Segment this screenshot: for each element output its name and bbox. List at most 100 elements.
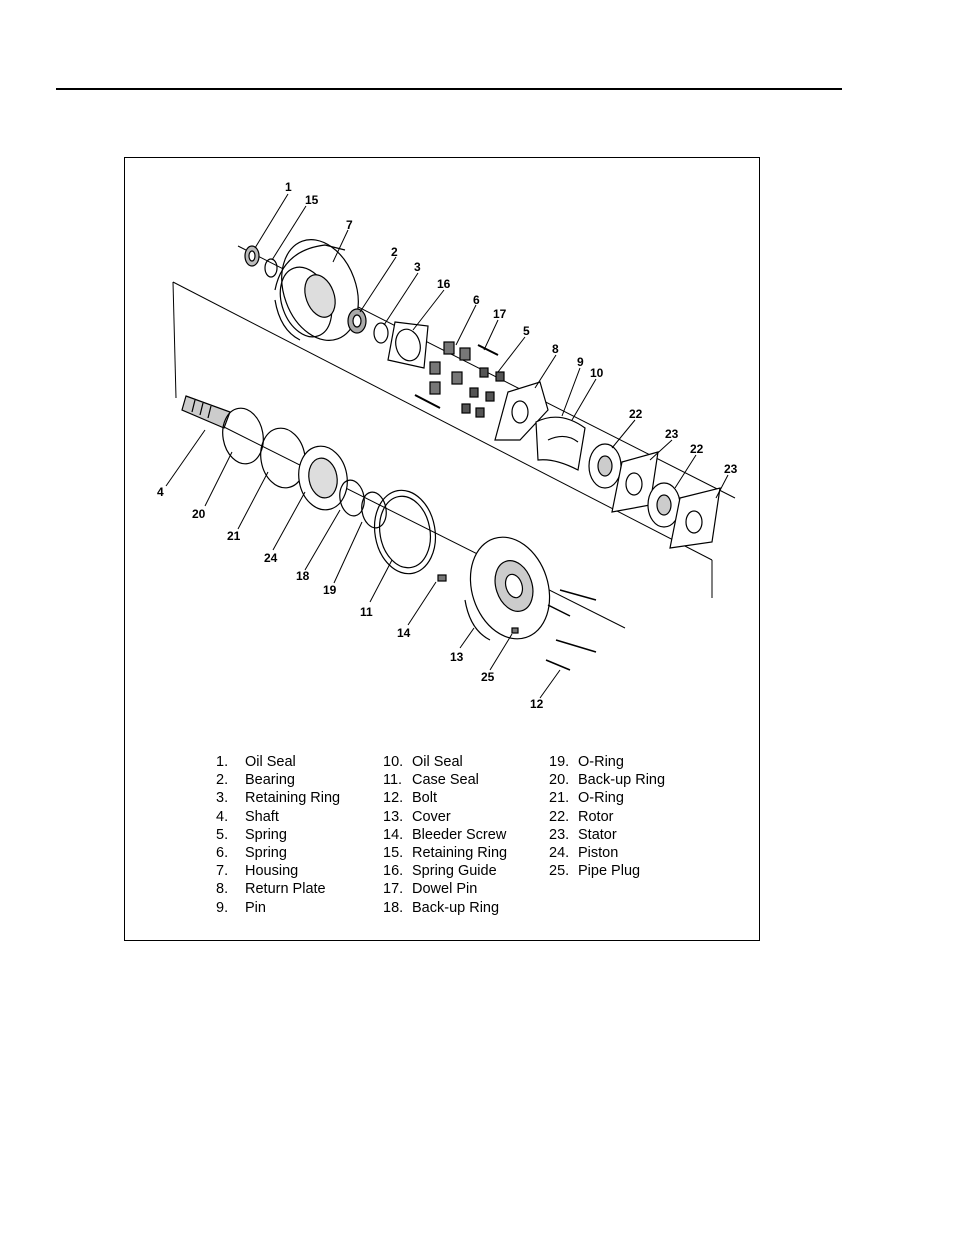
legend-item: 14.Bleeder Screw [383, 826, 507, 844]
callout-10: 10 [590, 366, 604, 380]
case-seal-part [373, 489, 437, 575]
legend-name: Bleeder Screw [412, 826, 507, 843]
legend-item: 15.Retaining Ring [383, 844, 507, 862]
legend-name: Piston [578, 845, 619, 862]
legend-item: 23. Stator [549, 826, 665, 844]
callout-6: 6 [473, 293, 480, 307]
legend-column-3: 19.O-Ring 20.Back-up Ring 21.O-Ring 22. R… [549, 753, 665, 880]
piston-part [298, 445, 348, 511]
legend-name: Spring [245, 826, 287, 843]
legend-name: Case Seal [412, 772, 479, 789]
callout-7: 7 [346, 218, 353, 232]
legend-name: Rotor [578, 808, 614, 825]
callout-19: 19 [323, 583, 337, 597]
callout-23: 23 [665, 427, 679, 441]
legend-num: 16. [383, 863, 404, 880]
legend-item: 19.O-Ring [549, 753, 665, 771]
legend-name: Pin [245, 899, 266, 916]
legend-item: 24.Piston [549, 844, 665, 862]
bleeder-screw-part [437, 574, 447, 582]
legend-item: 22. Rotor [549, 808, 665, 826]
legend-num: 2. [216, 772, 229, 789]
axis-lines [172, 245, 736, 629]
legend-num: 19. [549, 754, 570, 770]
legend-name: Pipe Plug [578, 863, 641, 880]
legend-num: 13. [383, 808, 404, 825]
legend-item: 16.Spring Guide [383, 862, 507, 880]
callout-21: 21 [227, 529, 241, 543]
legend-name: Retaining Ring [412, 845, 508, 862]
legend-item: 18. Back-up Ring [383, 899, 507, 917]
legend-name: Back-up Ring [412, 899, 500, 916]
callout-22-second: 22 [690, 442, 704, 456]
legend-item: 7. Housing [216, 862, 340, 880]
callout-15: 15 [305, 193, 319, 207]
back-up-ring-part [222, 407, 264, 465]
legend-name: Oil Seal [245, 754, 296, 770]
legend-num: 22. [549, 808, 570, 825]
callout-4: 4 [157, 485, 164, 499]
housing-part [274, 239, 359, 341]
callout-20: 20 [192, 507, 206, 521]
callout-9: 9 [577, 355, 584, 369]
stator-2-part [669, 487, 721, 549]
spring-guide-part [387, 321, 429, 369]
return-plate-part [494, 381, 549, 441]
legend-num: 18. [383, 899, 404, 916]
legend-item: 20.Back-up Ring [549, 771, 665, 789]
legend-num: 7. [216, 863, 229, 880]
leader-lines [165, 193, 729, 699]
legend-num: 11. [383, 772, 403, 789]
callout-23-second: 23 [724, 462, 738, 476]
legend-name: Housing [245, 863, 299, 880]
back-up-ring-18-part [339, 479, 365, 517]
legend-num: 8. [216, 881, 229, 898]
callout-8: 8 [552, 342, 559, 356]
rotor-part [588, 443, 622, 489]
legend-name: Dowel Pin [412, 881, 478, 898]
legend-name: Stator [578, 826, 617, 843]
legend-num: 23. [549, 826, 570, 843]
legend-item: 17.Dowel Pin [383, 880, 507, 898]
legend-item: 5.Spring [216, 826, 340, 844]
legend-name: Shaft [245, 808, 279, 825]
callout-14: 14 [397, 626, 411, 640]
legend-name: Cover [412, 808, 451, 825]
legend-column-2: 10.Oil Seal 11.Case Seal 12.Bolt 13.Cove… [383, 753, 507, 917]
callout-3: 3 [414, 260, 421, 274]
legend-item: 8.Return Plate [216, 880, 340, 898]
legend-name: Spring [245, 845, 287, 862]
legend-num: 4. [216, 808, 229, 825]
callout-12: 12 [530, 697, 544, 711]
retaining-ring-part [264, 258, 278, 278]
shaft-part [181, 395, 231, 429]
legend-name: Bolt [412, 790, 437, 807]
callout-11: 11 [360, 605, 373, 619]
oil-seal-part [244, 245, 260, 267]
legend-item: 10.Oil Seal [383, 753, 507, 771]
legend-name: Retaining Ring [245, 790, 341, 807]
legend-num: 21. [549, 790, 570, 807]
callout-1: 1 [285, 180, 292, 194]
legend-num: 9. [216, 899, 229, 916]
pipe-plug-part [511, 627, 519, 634]
legend-name: Back-up Ring [578, 772, 666, 789]
retaining-ring-3-part [373, 322, 389, 344]
legend-num: 3. [216, 790, 229, 807]
cover-part [464, 536, 551, 641]
bearing-part [347, 308, 367, 334]
legend-item: 9. Pin [216, 899, 340, 917]
legend-item: 2. Bearing [216, 771, 340, 789]
oil-seal-10-part [535, 416, 586, 471]
legend-name: Bearing [245, 772, 295, 789]
callout-5: 5 [523, 324, 530, 338]
callout-13: 13 [450, 650, 464, 664]
legend-item: 25.Pipe Plug [549, 862, 665, 880]
callout-18: 18 [296, 569, 310, 583]
legend-num: 10. [383, 754, 404, 770]
callout-17: 17 [493, 307, 507, 321]
legend-item: 4. Shaft [216, 808, 340, 826]
legend-item: 21.O-Ring [549, 789, 665, 807]
figure-frame [124, 157, 760, 941]
